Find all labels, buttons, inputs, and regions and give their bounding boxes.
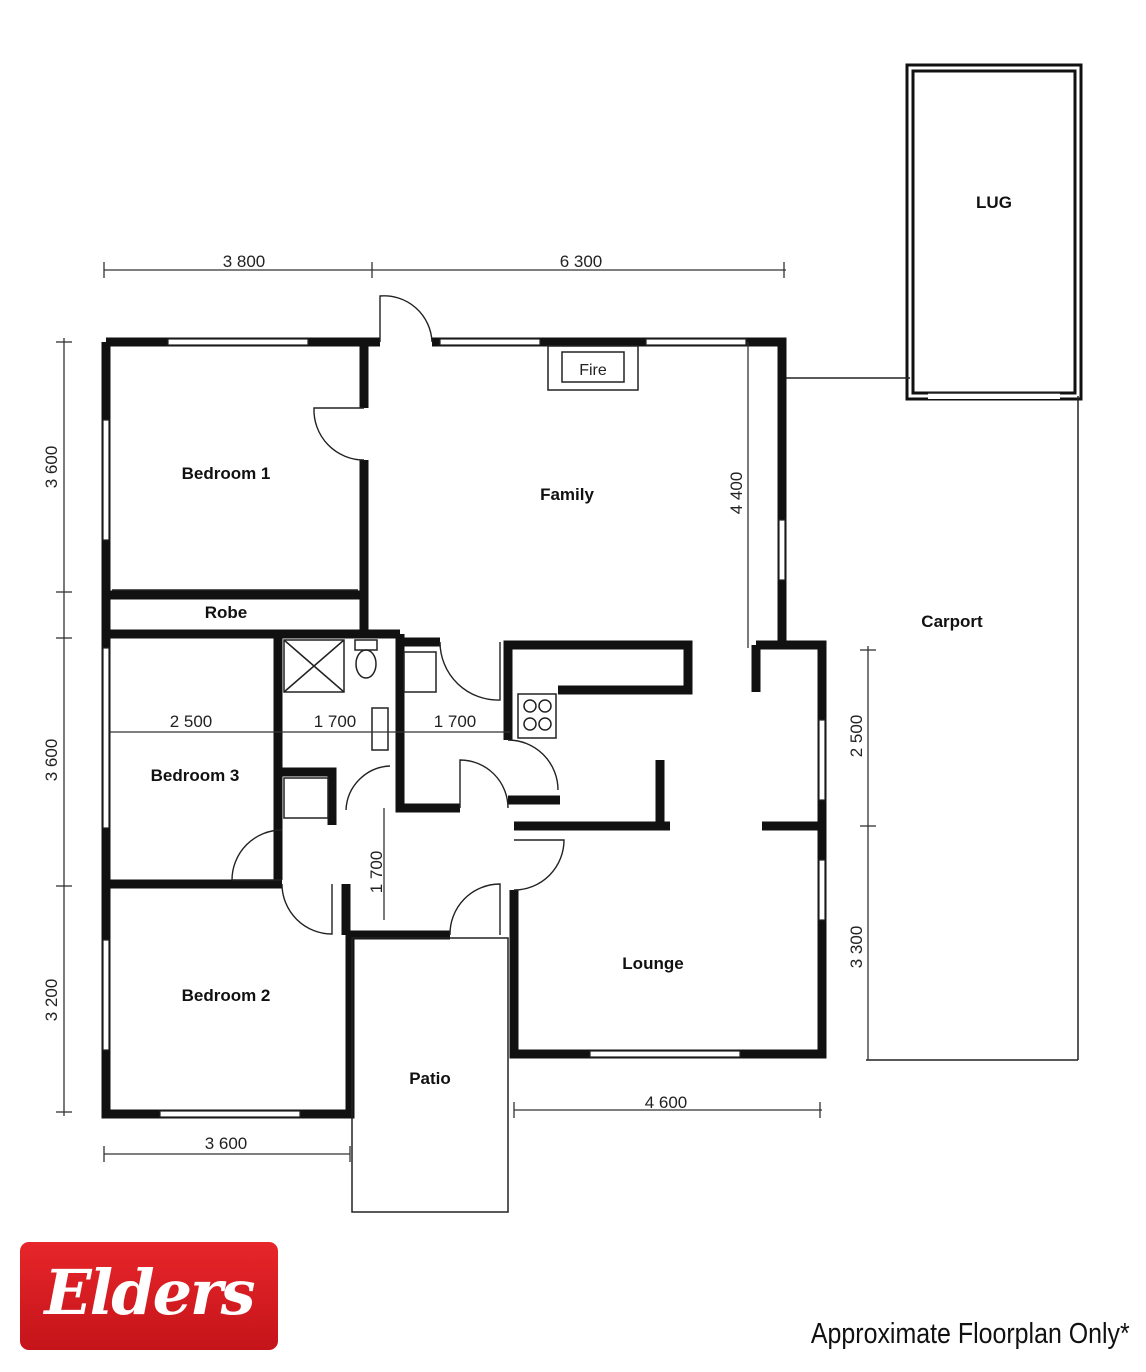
doors — [231, 295, 565, 936]
room-bedroom-1: Bedroom 1 — [182, 464, 271, 483]
dim-laundry-width: 1 700 — [434, 712, 477, 731]
shower — [283, 639, 345, 693]
room-bedroom-3: Bedroom 3 — [151, 766, 240, 785]
room-patio: Patio — [409, 1069, 451, 1088]
carport-outline — [786, 377, 1079, 1061]
dim-left-upper: 3 600 — [42, 446, 61, 489]
room-robe: Robe — [205, 603, 248, 622]
dim-hall-length: 1 700 — [367, 851, 386, 894]
dim-left-middle: 3 600 — [42, 739, 61, 782]
fireplace: Fire — [547, 345, 639, 391]
elders-logo-text: Elders — [44, 1256, 255, 1329]
room-lug: LUG — [976, 193, 1012, 212]
windows — [102, 338, 826, 1118]
toilet — [355, 649, 377, 679]
laundry-tub — [403, 651, 437, 693]
fixtures — [283, 639, 557, 819]
dim-bottom-right: 4 600 — [645, 1093, 688, 1112]
dim-bath-width: 1 700 — [314, 712, 357, 731]
room-family: Family — [540, 485, 594, 504]
patio-outline — [351, 937, 509, 1213]
dim-right-lower: 3 300 — [847, 926, 866, 969]
lug-outline — [905, 63, 1083, 401]
dim-family-height: 4 400 — [727, 472, 746, 515]
cooktop — [517, 693, 557, 739]
fire-label: Fire — [579, 362, 607, 379]
linen-cupboard — [283, 777, 329, 819]
dim-right-upper: 2 500 — [847, 715, 866, 758]
room-lounge: Lounge — [622, 954, 683, 973]
elders-logo: Elders — [20, 1242, 278, 1350]
dim-top-right: 6 300 — [560, 252, 603, 271]
dim-left-lower: 3 200 — [42, 979, 61, 1022]
vanity — [371, 707, 389, 751]
dim-top-left: 3 800 — [223, 252, 266, 271]
room-bedroom-2: Bedroom 2 — [182, 986, 271, 1005]
dim-bed3-width: 2 500 — [170, 712, 213, 731]
dim-bottom-left: 3 600 — [205, 1134, 248, 1153]
dimension-lines — [56, 262, 876, 1162]
disclaimer-text: Approximate Floorplan Only* — [811, 1318, 1130, 1350]
room-carport: Carport — [921, 612, 983, 631]
